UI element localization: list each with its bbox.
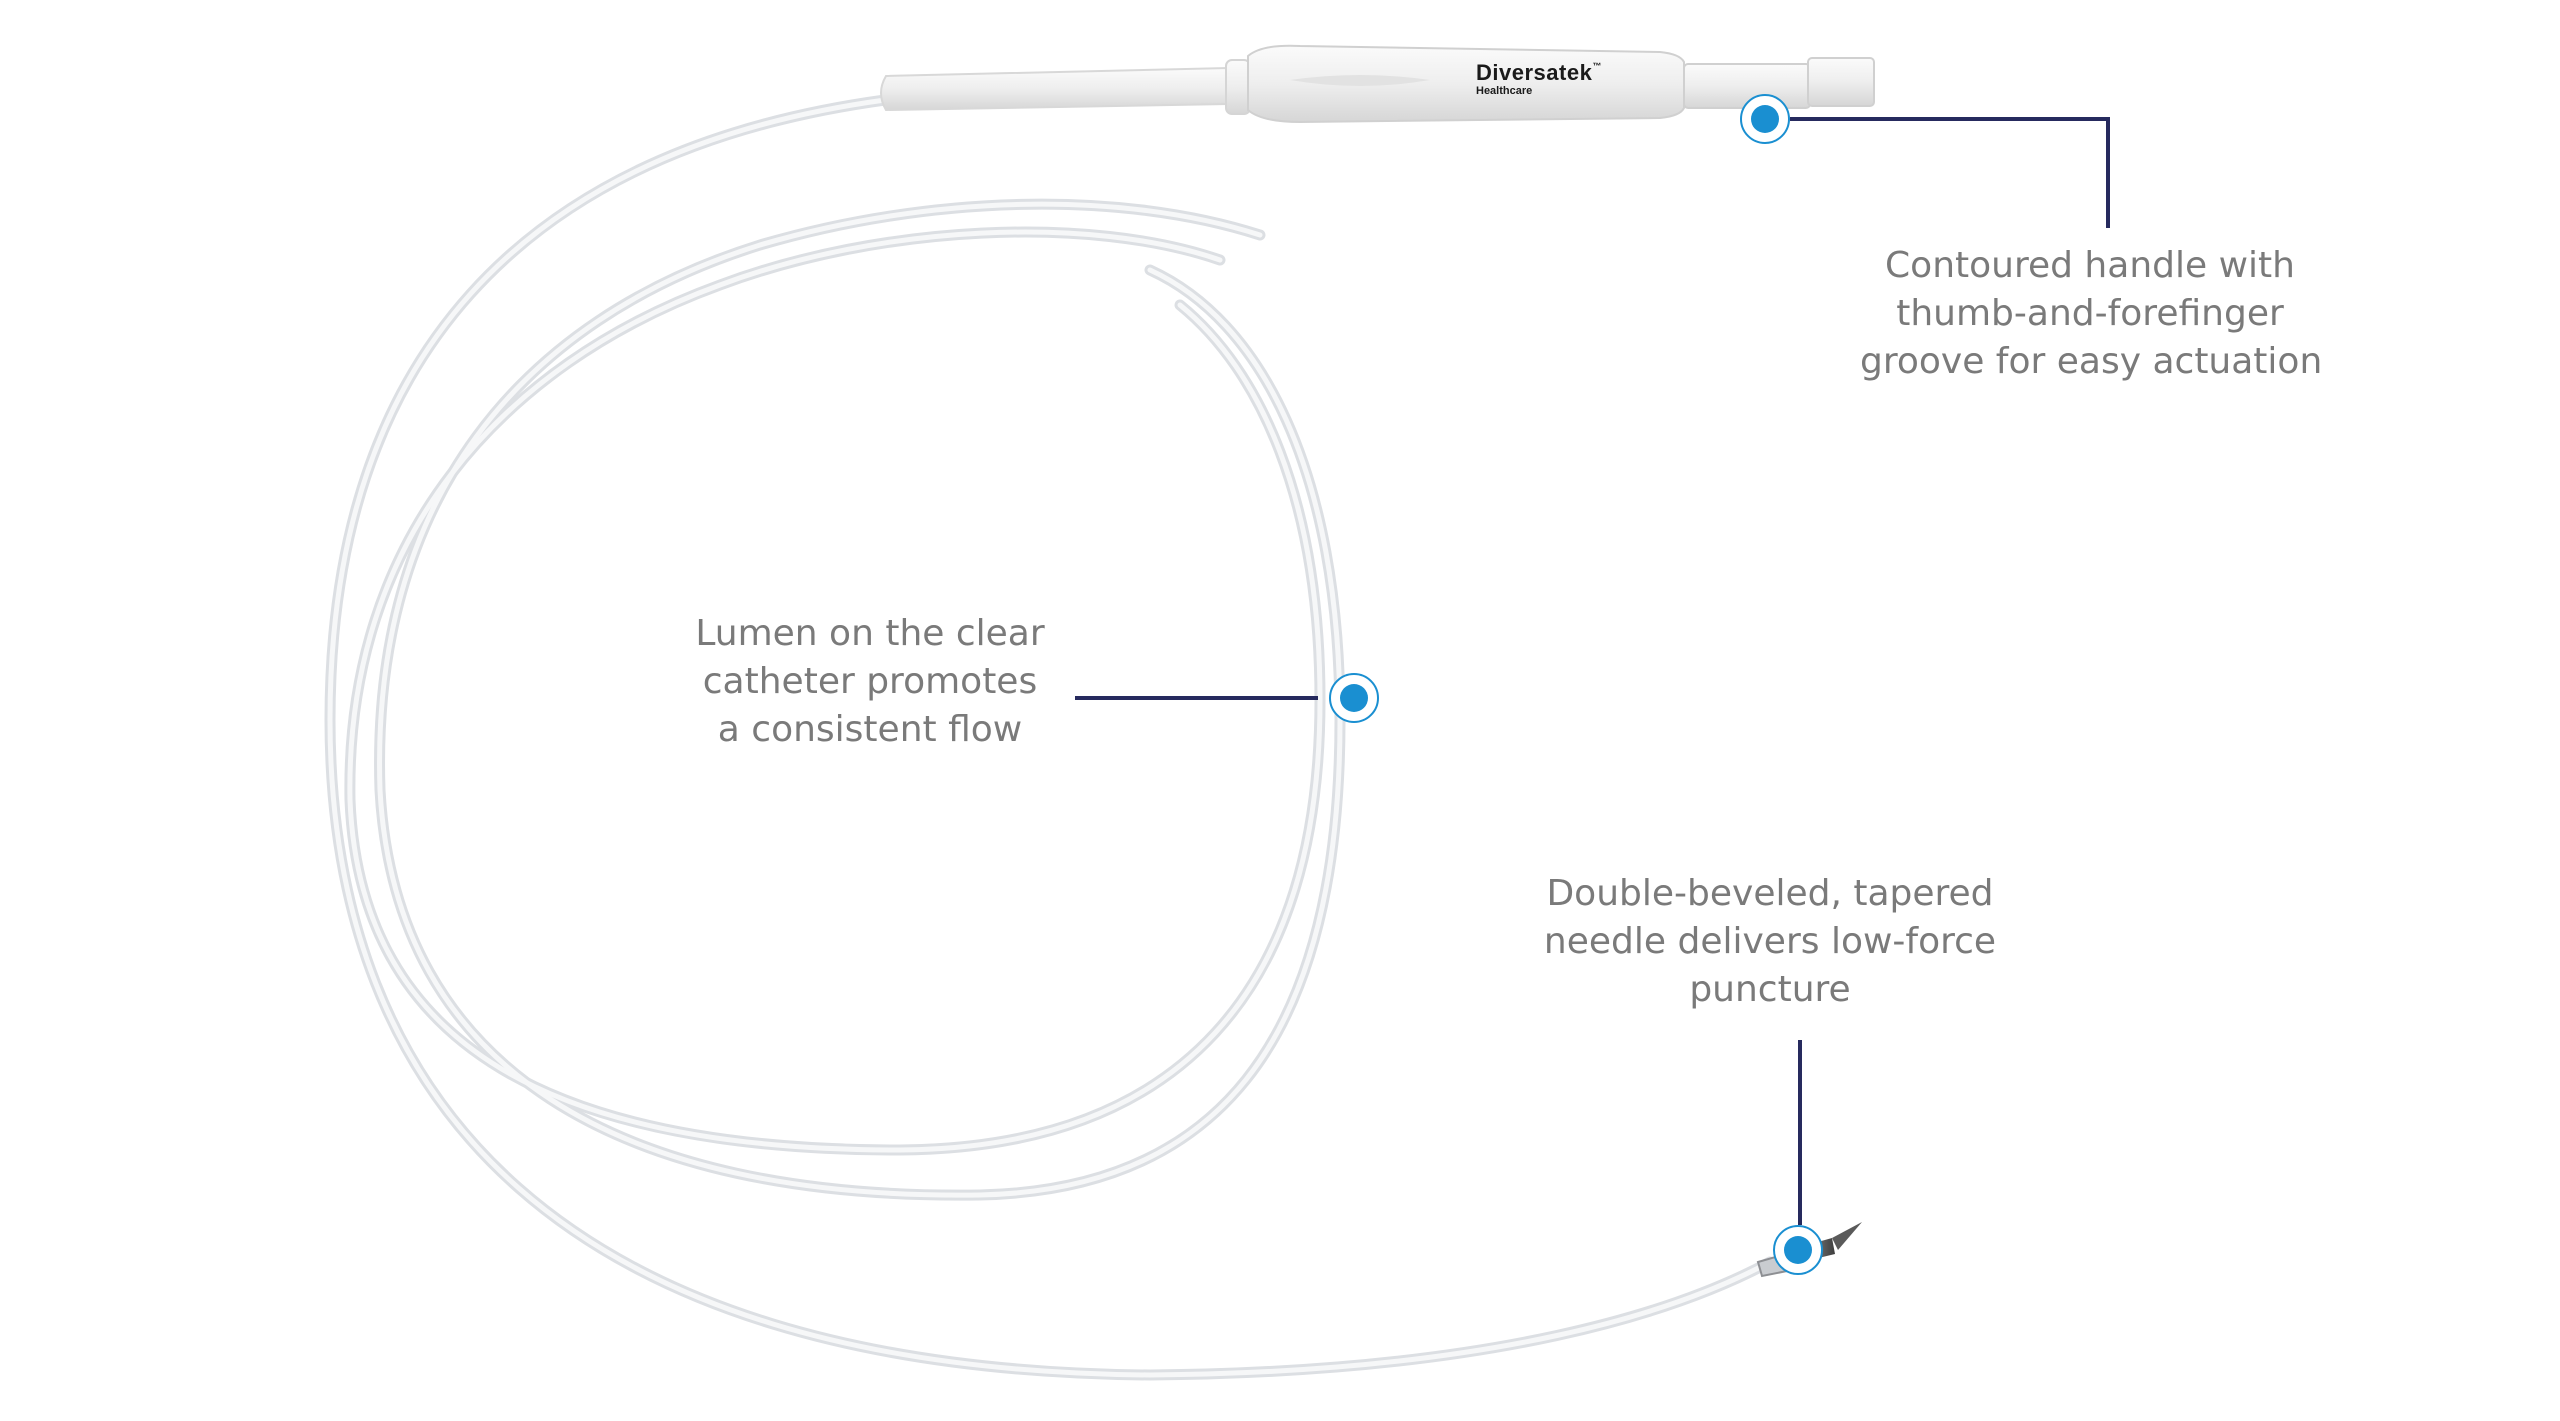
- callout-needle-line: needle delivers low-force: [1543, 921, 1997, 962]
- leader-line-handle: [1790, 117, 2110, 228]
- marker-needle: [1773, 1225, 1823, 1275]
- callout-needle-line: Double-beveled, tapered: [1546, 873, 1994, 914]
- callout-lumen-line: catheter promotes: [702, 661, 1038, 702]
- callout-handle: Contoured handle with thumb-and-forefing…: [1860, 242, 2323, 386]
- marker-handle: [1740, 94, 1790, 144]
- catheter-tube: [324, 94, 1776, 1381]
- callout-handle-line: groove for easy actuation: [1860, 341, 2323, 382]
- callout-needle: Double-beveled, tapered needle delivers …: [1540, 870, 2000, 1014]
- catheter-handle: [880, 44, 1875, 124]
- brand-logo: Diversatek™ Healthcare: [1476, 62, 1602, 97]
- leader-lines: [1075, 117, 2110, 1225]
- brand-name: Diversatek™: [1476, 60, 1602, 85]
- callout-handle-line: thumb-and-forefinger: [1896, 293, 2284, 334]
- callout-needle-line: puncture: [1689, 969, 1851, 1010]
- callout-lumen-line: Lumen on the clear: [695, 613, 1045, 654]
- callout-lumen: Lumen on the clear catheter promotes a c…: [660, 610, 1080, 754]
- callout-lumen-line: a consistent flow: [717, 709, 1023, 750]
- brand-subtitle: Healthcare: [1476, 85, 1533, 97]
- callout-handle-line: Contoured handle with: [1885, 245, 2295, 286]
- marker-lumen: [1329, 673, 1379, 723]
